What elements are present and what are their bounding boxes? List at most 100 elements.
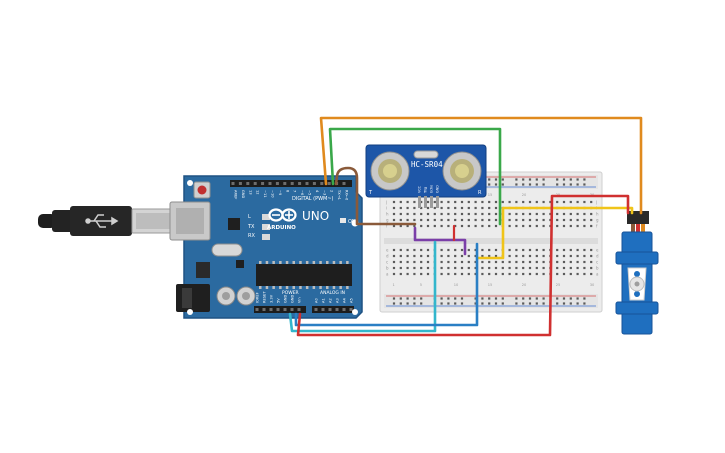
servo-motor — [615, 211, 659, 335]
digital-pin-label: RX←0 — [345, 190, 349, 201]
sensor-side-t: T — [368, 190, 373, 196]
digital-pin-label: TX→1 — [337, 189, 341, 200]
rx-label: RX — [248, 233, 255, 239]
arduino-uno: ON L TX RX UNO ARDUINO DIGITAL (PWM~) AR… — [169, 175, 363, 319]
digital-pin-label: 7 — [293, 190, 297, 192]
servo-connector — [627, 211, 649, 224]
column-number: 20 — [522, 283, 527, 287]
crystal — [211, 243, 243, 257]
row-letter: j — [595, 200, 597, 205]
analog-pin-label: A0 — [315, 298, 319, 303]
sensor-pin-label: GND — [436, 185, 440, 193]
power-pin-label: IOREF — [256, 292, 260, 303]
digital-pin-label: 2 — [330, 190, 334, 192]
analog-pin-header — [312, 306, 354, 313]
wire-brown — [334, 166, 417, 226]
digital-pin-label: GND — [241, 190, 245, 198]
analog-pin-label: A4 — [343, 298, 347, 303]
row-letter: a — [596, 272, 599, 277]
row-letter: c — [386, 260, 388, 265]
power-pin-label: GND — [291, 295, 295, 303]
wires — [288, 116, 643, 337]
transducer-left-icon — [370, 151, 410, 191]
column-number: 15 — [488, 283, 493, 287]
digital-pin-label: AREF — [234, 190, 238, 199]
row-letter: h — [386, 212, 389, 217]
column-number: 25 — [556, 283, 561, 287]
analog-pin-label: A5 — [350, 298, 354, 303]
servo-horn-icon — [627, 267, 647, 301]
analog-pin-label: A1 — [322, 298, 326, 303]
row-letter: d — [386, 254, 389, 259]
sensor-pin-label: VCC — [418, 185, 422, 193]
column-number: 30 — [590, 283, 595, 287]
analog-pin-label: A2 — [329, 298, 333, 303]
usb-cable — [38, 206, 183, 236]
transducer-right-icon — [442, 151, 482, 191]
column-number: 15 — [488, 193, 493, 197]
tx-label: TX — [247, 224, 255, 230]
digital-pin-label: 8 — [285, 190, 289, 193]
usb-symbol-icon — [85, 214, 119, 228]
digital-pin-label: ~3 — [322, 190, 326, 195]
power-pin-header — [254, 306, 306, 313]
power-pin-label: 3.3V — [270, 294, 274, 303]
brand-label: ARDUINO — [267, 225, 296, 231]
digital-pin-label: 12 — [256, 190, 260, 195]
analog-header-label: ANALOG IN — [320, 290, 345, 296]
column-number: 20 — [522, 193, 527, 197]
model-label: UNO — [302, 209, 329, 223]
row-letter: b — [386, 266, 389, 271]
row-letter: f — [596, 224, 598, 229]
sensor-side-r: R — [478, 190, 482, 196]
wire-red — [296, 194, 630, 337]
wire-blue — [294, 242, 479, 327]
atmega-chip — [256, 264, 352, 286]
power-pin-label: GND — [284, 295, 288, 303]
power-pin-label: Vin — [298, 297, 302, 303]
analog-pin-label: A3 — [336, 298, 340, 303]
column-number: 10 — [454, 283, 459, 287]
power-header-label: POWER — [282, 290, 299, 296]
wire-orange — [319, 116, 643, 215]
column-number: 5 — [420, 283, 422, 287]
row-letter: a — [386, 272, 389, 277]
power-jack — [176, 284, 210, 312]
digital-pin-label: ~6 — [300, 190, 304, 196]
row-letter: e — [596, 248, 599, 253]
row-letter: e — [386, 248, 389, 253]
sensor-model-label: HC-SR04 — [411, 160, 443, 169]
row-letter: g — [596, 218, 599, 223]
sensor-pin-label: Trig — [424, 187, 428, 194]
digital-pin-label: ~10 — [271, 190, 275, 198]
wire-yellow — [476, 206, 634, 260]
wire-cyan — [288, 240, 437, 333]
digital-pin-label: 13 — [248, 190, 252, 195]
row-letter: i — [386, 206, 387, 211]
wire-green — [328, 127, 502, 226]
row-letter: d — [596, 254, 599, 259]
row-letter: j — [385, 200, 387, 205]
digital-pin-label: 4 — [315, 190, 319, 193]
row-letter: f — [386, 224, 388, 229]
column-number: 1 — [393, 283, 395, 287]
row-letter: g — [386, 218, 389, 223]
digital-pin-label: ~11 — [263, 190, 267, 198]
digital-header-label: DIGITAL (PWM~) — [292, 196, 334, 202]
sensor-pin-label: Echo — [430, 185, 434, 193]
l-label: L — [248, 214, 251, 220]
infinity-logo-icon — [268, 208, 297, 222]
power-pin-label: 5V — [277, 298, 281, 303]
wire-purple — [413, 226, 467, 256]
digital-pin-label: ~9 — [278, 190, 282, 196]
digital-pin-label: ~5 — [308, 190, 312, 195]
row-letter: b — [596, 266, 599, 271]
power-pin-label: RESET — [263, 291, 267, 303]
row-letter: h — [596, 212, 599, 217]
